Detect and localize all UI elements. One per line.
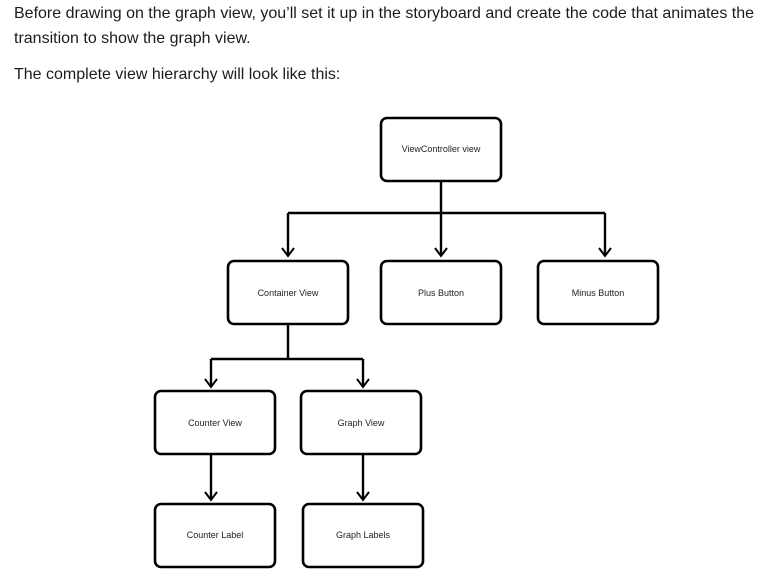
arrowhead-graph-labels (356, 491, 370, 502)
node-viewcontroller-view: ViewController view (379, 116, 503, 183)
node-label-plus: Plus Button (418, 288, 464, 298)
arrowhead-minus (598, 247, 612, 258)
arrowhead-container (281, 247, 295, 258)
node-graph-labels: Graph Labels (301, 502, 425, 569)
lead-paragraph: The complete view hierarchy will look li… (14, 66, 341, 83)
node-label-counter-view: Counter View (188, 418, 242, 428)
node-counter-label: Counter Label (153, 502, 277, 569)
arrowhead-counter-view (204, 378, 218, 389)
node-minus-button: Minus Button (536, 259, 660, 326)
node-label-counter-label: Counter Label (187, 530, 244, 540)
node-label-root: ViewController view (402, 144, 481, 154)
arrowhead-plus (434, 247, 448, 258)
node-label-container: Container View (258, 288, 319, 298)
node-plus-button: Plus Button (379, 259, 503, 326)
arrowhead-counter-label (204, 491, 218, 502)
node-graph-view: Graph View (299, 389, 423, 456)
arrowheads (204, 247, 612, 502)
node-label-minus: Minus Button (572, 288, 625, 298)
node-label-graph-view: Graph View (338, 418, 385, 428)
node-container-view: Container View (226, 259, 350, 326)
connectors (209, 181, 607, 499)
intro-paragraph: Before drawing on the graph view, you’ll… (14, 5, 755, 47)
node-counter-view: Counter View (153, 389, 277, 456)
node-label-graph-labels: Graph Labels (336, 530, 391, 540)
arrowhead-graph-view (356, 378, 370, 389)
